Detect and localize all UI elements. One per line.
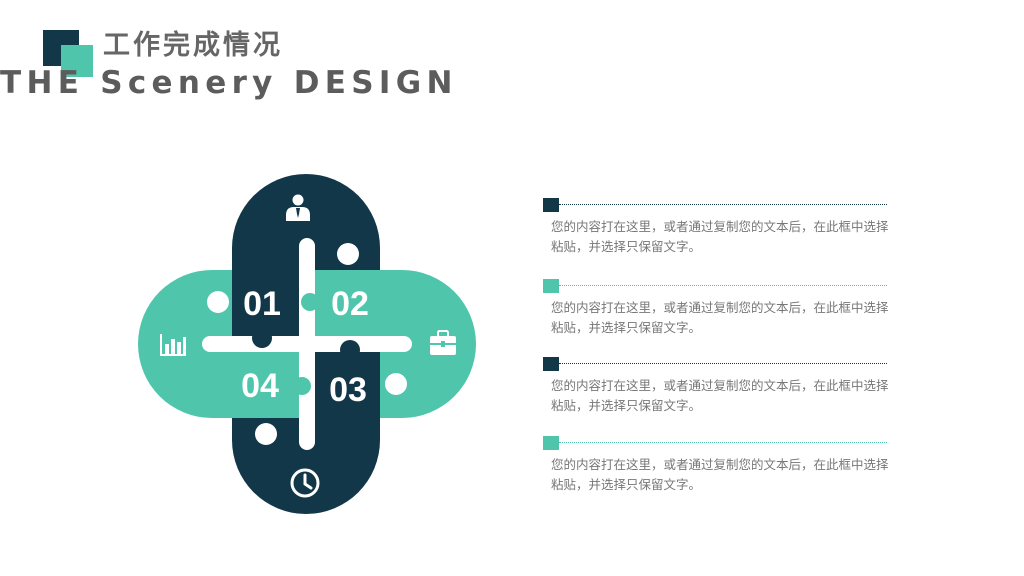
item-divider <box>559 204 887 205</box>
puzzle-knob <box>293 377 311 395</box>
user-icon <box>286 194 310 221</box>
puzzle-knob <box>340 340 360 360</box>
puzzle-quadrant-04 <box>232 350 304 418</box>
item-marker <box>543 279 559 293</box>
item-marker <box>543 198 559 212</box>
puzzle-knob <box>301 293 319 311</box>
logo-square-teal <box>61 45 93 77</box>
briefcase-icon <box>430 330 456 355</box>
item-marker <box>543 436 559 450</box>
page-subtitle: THE Scenery DESIGN <box>0 65 458 101</box>
puzzle-knob <box>255 423 277 445</box>
puzzle-knob <box>207 291 229 313</box>
item-text: 您的内容打在这里，或者通过复制您的文本后，在此框中选择粘贴，并选择只保留文字。 <box>551 457 889 492</box>
item-divider <box>559 442 887 443</box>
clock-icon <box>290 468 320 498</box>
puzzle-knob <box>385 373 407 395</box>
puzzle-knob <box>252 328 272 348</box>
puzzle-number-04: 04 <box>241 367 279 405</box>
puzzle-quadrant-03 <box>314 348 380 418</box>
puzzle-divider-horizontal <box>202 336 412 352</box>
item-divider <box>559 363 887 364</box>
puzzle-number-03: 03 <box>329 371 367 409</box>
item-text: 您的内容打在这里，或者通过复制您的文本后，在此框中选择粘贴，并选择只保留文字。 <box>551 219 889 254</box>
puzzle-quadrant-01 <box>232 270 300 340</box>
puzzle-svg <box>138 174 476 514</box>
puzzle-quadrant-02 <box>308 270 380 338</box>
puzzle-number-02: 02 <box>331 285 369 323</box>
puzzle-number-01: 01 <box>243 285 281 323</box>
bar-chart-icon <box>160 334 186 356</box>
puzzle-knob <box>337 243 359 265</box>
item-marker <box>543 357 559 371</box>
item-divider <box>559 285 887 286</box>
item-text: 您的内容打在这里，或者通过复制您的文本后，在此框中选择粘贴，并选择只保留文字。 <box>551 300 889 335</box>
item-text: 您的内容打在这里，或者通过复制您的文本后，在此框中选择粘贴，并选择只保留文字。 <box>551 378 889 413</box>
page-title: 工作完成情况 <box>103 30 283 61</box>
puzzle-graphic: 01 02 03 04 <box>138 174 476 514</box>
